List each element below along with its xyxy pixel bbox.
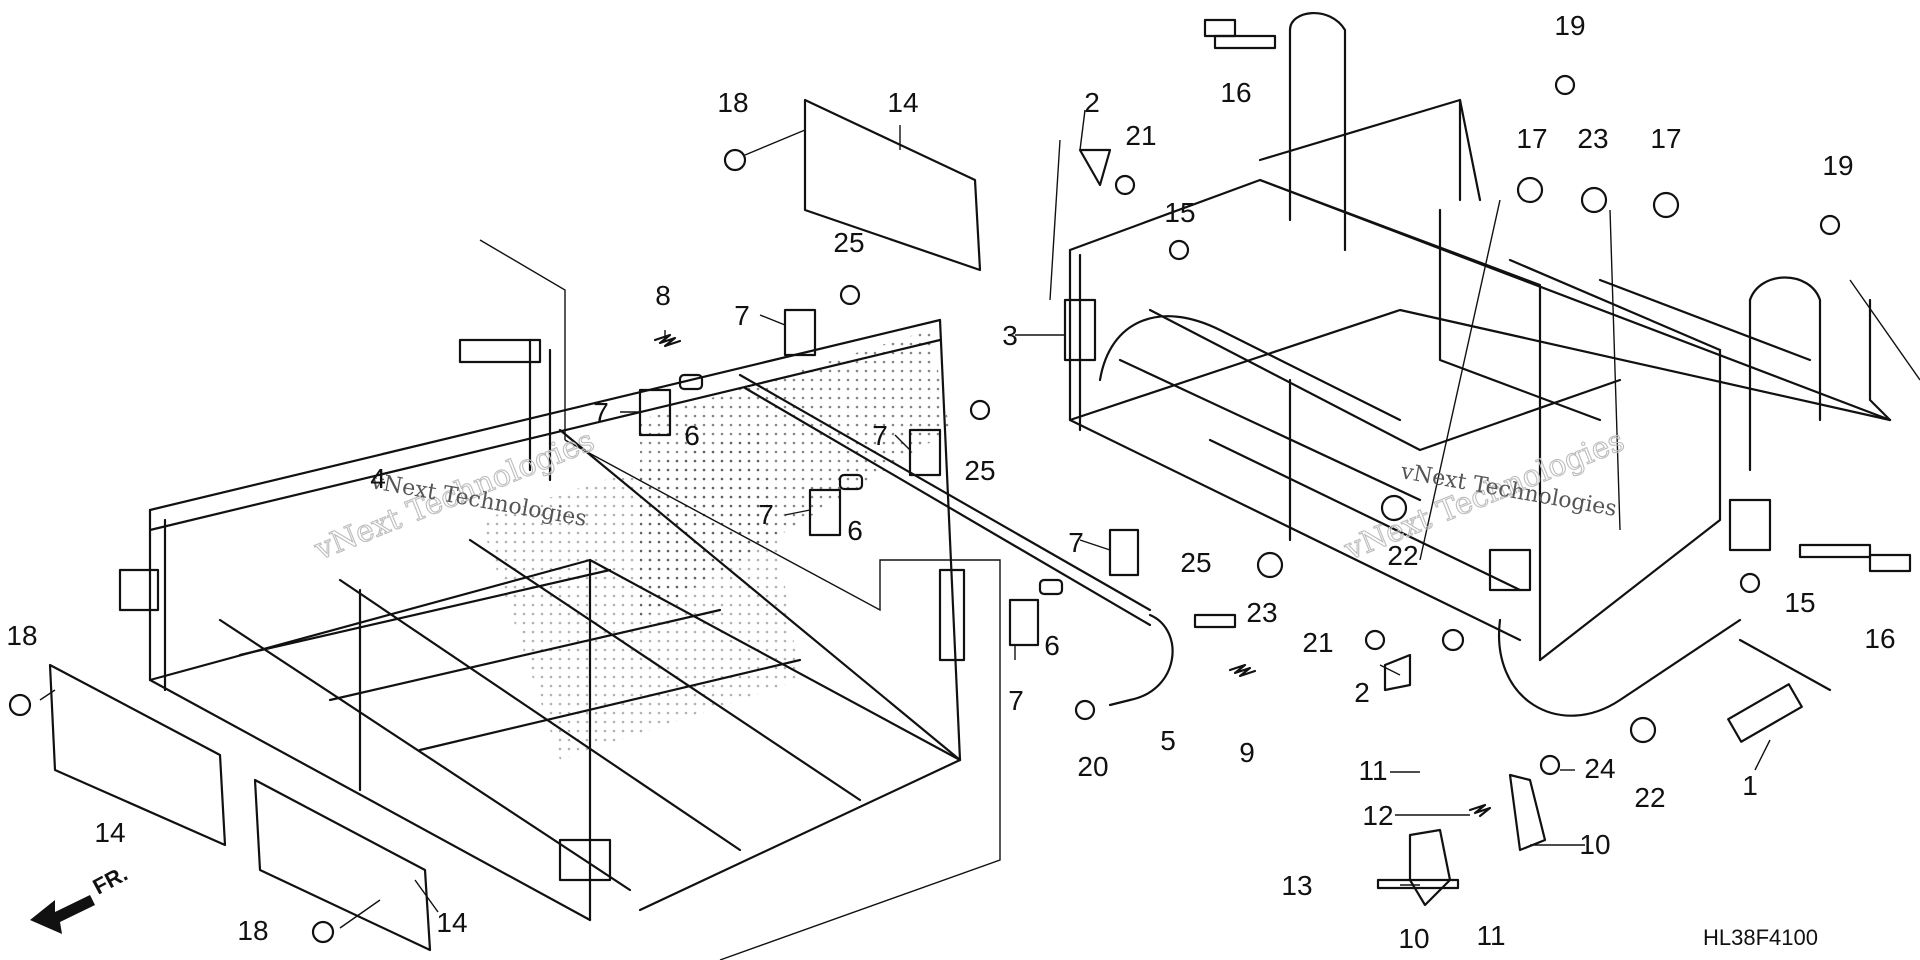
part-label: 11 [1476, 920, 1505, 951]
part-label: 14 [887, 87, 918, 118]
part-label: 21 [1125, 120, 1156, 151]
part-label: 10 [1579, 829, 1610, 860]
hinge-bar [738, 373, 1174, 707]
part-label: 2 [1354, 677, 1370, 708]
part-label: 14 [436, 907, 467, 938]
part-label: 4 [370, 463, 386, 494]
part-label: 19 [1554, 10, 1585, 41]
part-label: 17 [1516, 123, 1547, 154]
side-panel-14-top [803, 98, 982, 272]
part-label: 1 [1742, 770, 1758, 801]
part-label: 21 [1302, 627, 1333, 658]
part-label: 20 [1077, 751, 1108, 782]
part-label: 23 [1246, 597, 1277, 628]
stipple-shadow [480, 330, 950, 760]
part-label: 6 [1044, 630, 1060, 661]
part-label: 7 [1068, 527, 1084, 558]
right-bed-frame [1049, 12, 1920, 743]
part-label: 6 [684, 420, 700, 451]
part-label: 23 [1577, 123, 1608, 154]
part-label: 10 [1398, 923, 1429, 954]
small-parts [8, 18, 1912, 944]
part-label: 3 [1002, 320, 1018, 351]
part-label: 9 [1239, 737, 1255, 768]
side-panel-14-left [48, 663, 227, 847]
part-label: 19 [1822, 150, 1853, 181]
part-label: 16 [1864, 623, 1895, 654]
part-label: 7 [758, 499, 774, 530]
part-label: 7 [1008, 685, 1024, 716]
part-label: 7 [593, 397, 609, 428]
part-label: 18 [6, 620, 37, 651]
part-label: 24 [1584, 753, 1615, 784]
part-label: 22 [1387, 540, 1418, 571]
part-label: 8 [655, 280, 671, 311]
leader-lines [39, 109, 1771, 929]
part-label: 15 [1784, 587, 1815, 618]
side-panel-14-bottom [253, 778, 432, 952]
part-label: 25 [964, 455, 995, 486]
part-label: 14 [94, 817, 125, 848]
part-label: 6 [847, 515, 863, 546]
part-label: 13 [1281, 870, 1312, 901]
part-label: 12 [1362, 800, 1393, 831]
part-label: 15 [1164, 197, 1195, 228]
part-label: 22 [1634, 782, 1665, 813]
part-label: 2 [1084, 87, 1100, 118]
front-marker-text: FR. [89, 861, 132, 900]
part-label: 18 [717, 87, 748, 118]
diagram-code: HL38F4100 [1703, 925, 1818, 950]
part-label: 7 [734, 300, 750, 331]
part-label: 25 [833, 227, 864, 258]
part-label: 5 [1160, 725, 1176, 756]
part-labels: 1 2 2 3 4 5 6 6 6 7 7 7 7 7 7 8 9 10 10 … [6, 10, 1895, 954]
left-bed-frame [118, 239, 1001, 960]
part-label: 17 [1650, 123, 1681, 154]
front-arrow-icon: FR. [30, 861, 132, 934]
part-label: 11 [1358, 755, 1387, 786]
part-label: 7 [872, 420, 888, 451]
part-label: 18 [237, 915, 268, 946]
part-label: 16 [1220, 77, 1251, 108]
part-label: 25 [1180, 547, 1211, 578]
